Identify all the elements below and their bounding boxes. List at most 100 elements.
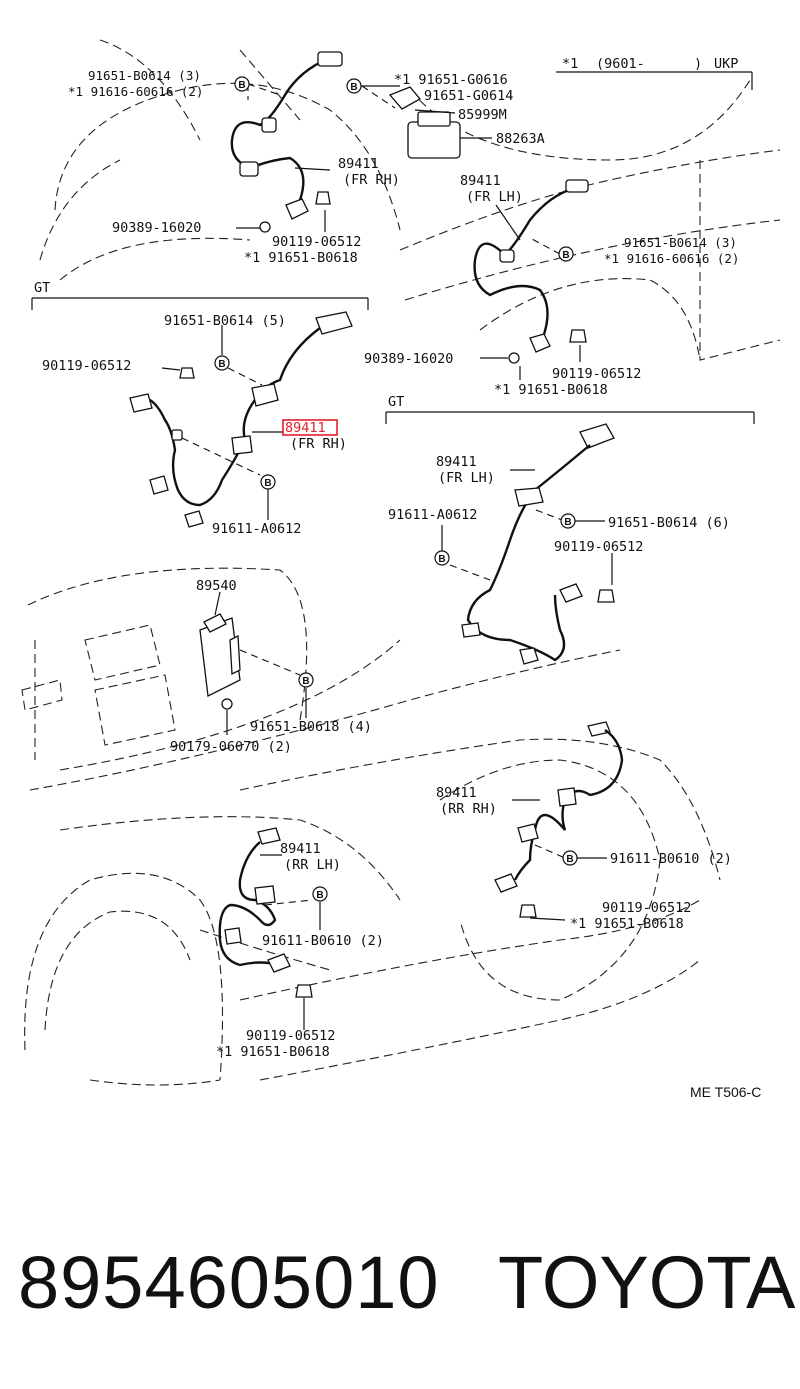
- connector-icon: [317, 51, 343, 67]
- clip-icon: [261, 117, 277, 133]
- label-rr-sensor-sub: (RR RH): [440, 801, 497, 817]
- label-tl-bolt: 90389-16020: [112, 220, 201, 236]
- label-rl-screw2: *1 91651-B0618: [216, 1044, 330, 1060]
- bolt-icon: [597, 589, 615, 603]
- bracket-icon: [514, 487, 544, 507]
- section-gt-right: GT: [388, 394, 404, 410]
- label-rl-screw: 90119-06512: [246, 1028, 335, 1044]
- sensor-icon: [285, 198, 309, 220]
- clip-icon: [461, 622, 481, 638]
- label-tr-screw: 90119-06512: [552, 366, 641, 382]
- label-tr-sensor-sub: (FR LH): [466, 189, 523, 205]
- badge-letter: B: [302, 676, 309, 687]
- bracket-icon: [231, 435, 253, 455]
- label-tr-screw2: *1 91651-B0618: [494, 382, 608, 398]
- badge-b-icon: [234, 76, 250, 92]
- clip-icon: [171, 429, 183, 441]
- label-tr-bolt: 90389-16020: [364, 351, 453, 367]
- bolt-icon: [179, 367, 195, 379]
- label-gr-clip: 91651-B0614 (6): [608, 515, 730, 531]
- header-close: ): [694, 56, 702, 72]
- badge-letter: B: [218, 359, 225, 370]
- label-ecu-bolt: 91651-B0618 (4): [250, 719, 372, 735]
- label-gr-sensor: 89411: [436, 454, 477, 470]
- sensor-icon: [267, 953, 291, 973]
- badge-b-icon: [434, 550, 450, 566]
- label-ecu-nut: 90179-06070 (2): [170, 739, 292, 755]
- label-tr-clip: 91651-B0614 (3): [624, 235, 737, 250]
- badge-letter: B: [264, 478, 271, 489]
- label-ecu: 89540: [196, 578, 237, 594]
- label-gl-bolt: 91611-A0612: [212, 521, 301, 537]
- connector-icon: [587, 721, 611, 737]
- label-tr-relay: 88263A: [496, 131, 545, 147]
- label-rr-bolt: 91611-B0610 (2): [610, 851, 732, 867]
- badge-letter: B: [316, 890, 323, 901]
- clip-icon: [224, 927, 242, 945]
- bolt-icon: [295, 984, 313, 998]
- bracket-icon: [388, 86, 422, 110]
- label-tl-screw2: *1 91651-B0618: [244, 250, 358, 266]
- label-gr-sensor-sub: (FR LH): [438, 470, 495, 486]
- label-tl-screw: 90119-06512: [272, 234, 361, 250]
- label-tl-sensor: 89411: [338, 156, 379, 172]
- clip-icon: [184, 510, 204, 528]
- clip-icon: [239, 161, 259, 177]
- top-right-assembly: *1 (9601- ) UKP B B *1 91651-G0616 91: [346, 56, 781, 398]
- badge-letter: B: [238, 80, 245, 91]
- clip-icon: [519, 647, 539, 665]
- rear-assembly: B 89411 (RR RH) 91611-B0610 (2) 90119-06…: [24, 721, 732, 1086]
- label-gr-screw: 90119-06512: [554, 539, 643, 555]
- relay-top-icon: [417, 111, 451, 127]
- label-tr-clip2: *1 91616-60616 (2): [604, 251, 739, 266]
- label-tr-bolt1: *1 91651-G0616: [394, 72, 508, 88]
- sensor-icon: [129, 393, 153, 413]
- clip-icon: [149, 475, 169, 495]
- connector-icon: [257, 827, 281, 845]
- gt-right-assembly: GT B B 89411 (FR LH) 91611-A0612 91651-B…: [385, 394, 755, 665]
- badge-letter: B: [564, 517, 571, 528]
- bracket-icon: [254, 885, 276, 905]
- brand-name: TOYOTA: [498, 1241, 796, 1324]
- label-tl-clip: 91651-B0614 (3): [88, 68, 201, 83]
- bolt-icon: [508, 352, 520, 364]
- label-tr-sensor: 89411: [460, 173, 501, 189]
- sensor-icon: [494, 873, 518, 893]
- label-gl-screw: 90119-06512: [42, 358, 131, 374]
- badge-b-icon: [558, 246, 574, 262]
- bolt-icon: [519, 904, 537, 918]
- badge-b-icon: [560, 513, 576, 529]
- part-number: 8954605010: [18, 1241, 440, 1324]
- connector-icon: [315, 311, 353, 335]
- nut-icon: [221, 698, 233, 710]
- label-rl-bolt: 91611-B0610 (2): [262, 933, 384, 949]
- bolt-icon: [259, 221, 271, 233]
- bolt-icon: [315, 191, 331, 205]
- label-tr-bolt2: 91651-G0614: [424, 88, 513, 104]
- bracket-icon: [517, 823, 539, 843]
- section-gt-left: GT: [34, 280, 50, 296]
- badge-b-icon: [298, 672, 314, 688]
- badge-b-icon: [562, 850, 578, 866]
- label-gl-sensor: 89411: [285, 420, 326, 436]
- label-rr-screw: 90119-06512: [602, 900, 691, 916]
- label-gr-bolt: 91611-A0612: [388, 507, 477, 523]
- label-tl-clip2: *1 91616-60616 (2): [68, 84, 203, 99]
- badge-letter: B: [438, 554, 445, 565]
- label-rl-sensor-sub: (RR LH): [284, 857, 341, 873]
- badge-letter: B: [350, 82, 357, 93]
- badge-letter: B: [562, 250, 569, 261]
- diagram-ref-code: ME T506-C: [690, 1084, 762, 1100]
- label-tl-sensor-sub: (FR RH): [343, 172, 400, 188]
- badge-b-icon: [214, 355, 230, 371]
- label-gl-clip: 91651-B0614 (5): [164, 313, 286, 329]
- sensor-icon: [529, 333, 551, 353]
- badge-letter: B: [566, 854, 573, 865]
- label-rr-sensor: 89411: [436, 785, 477, 801]
- badge-b-icon: [260, 474, 276, 490]
- relay-icon: [407, 121, 461, 159]
- badge-b-icon: [346, 78, 362, 94]
- ecu-bracket-icon: [203, 613, 227, 633]
- gt-left-assembly: GT B B 91651-B0614 (5) 90119-06512 89411…: [31, 280, 369, 537]
